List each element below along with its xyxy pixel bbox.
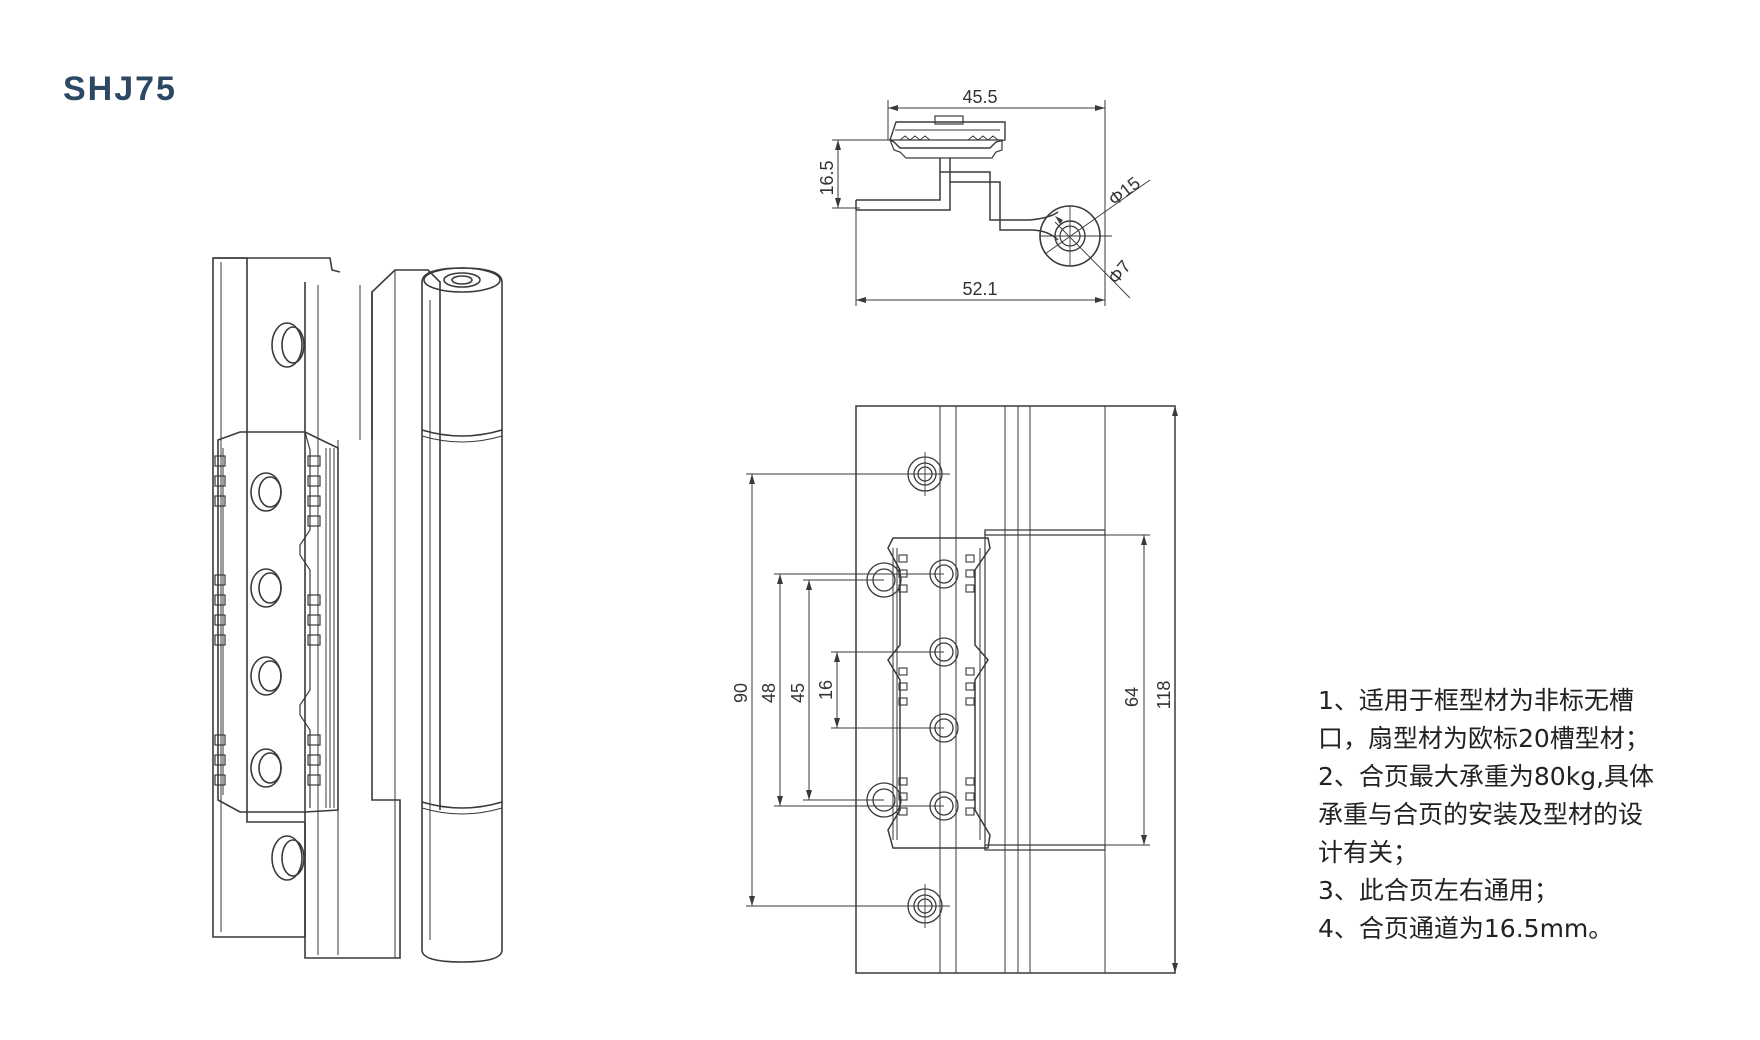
note-line: 4、合页通道为16.5mm。 [1318,914,1614,943]
note-line: 3、此合页左右通用； [1318,876,1559,905]
dim-height-45: 45 [788,683,808,703]
hinge-section-view [832,100,1151,306]
sash-plate [217,431,339,813]
dim-top-width: 45.5 [962,87,997,107]
dim-depth: 16.5 [817,160,837,195]
mount-hole-bottom [271,835,305,881]
mount-hole-top [271,322,305,368]
spec-notes: 1、适用于框型材为非标无槽 口，扇型材为欧标20槽型材； 2、合页最大承重为80… [1318,682,1738,948]
note-line: 1、适用于框型材为非标无槽 [1318,686,1634,715]
dim-height-16: 16 [816,680,836,700]
front-dimension-lines [746,406,1176,973]
note-line: 计有关； [1318,838,1419,867]
product-title: SHJ75 [63,70,177,108]
note-line: 2、合页最大承重为80kg,具体 [1318,762,1655,791]
dim-inner-dia: Φ7 [1104,256,1135,288]
dim-height-90: 90 [731,683,751,703]
teeth-left [214,455,226,786]
front-sash-plate [887,537,991,849]
teeth-right [307,455,321,786]
dim-height-48: 48 [759,683,779,703]
hinge-perspective-view [212,257,503,963]
front-sash-holes [929,559,959,821]
dimension-labels: 45.5 16.5 52.1 Φ15 Φ7 90 48 45 16 64 118 [731,87,1174,709]
dim-height-64: 64 [1122,687,1142,707]
note-line: 承重与合页的安装及型材的设 [1318,800,1644,829]
hinge-front-view [746,405,1178,974]
dim-outer-dia: Φ15 [1105,173,1144,210]
sash-screw-holes [250,472,282,788]
note-line: 口，扇型材为欧标20槽型材； [1318,724,1650,753]
hinge-barrel [421,267,503,963]
front-teeth [898,554,975,816]
dim-bottom-width: 52.1 [962,279,997,299]
back-plate [212,257,306,938]
dim-height-118: 118 [1154,681,1174,710]
